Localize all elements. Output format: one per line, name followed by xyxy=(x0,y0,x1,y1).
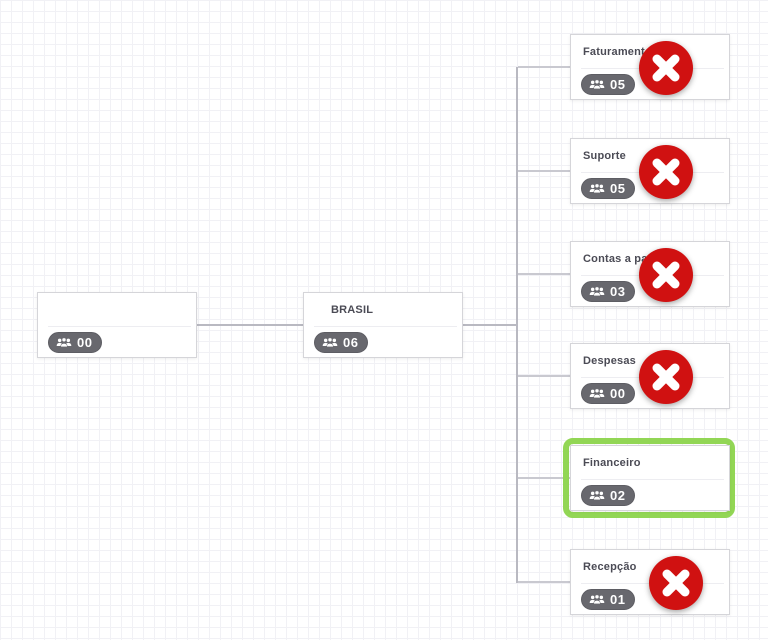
x-circle-icon xyxy=(639,248,693,302)
delete-node-button[interactable] xyxy=(638,349,694,405)
connector-org-to-trunk xyxy=(463,324,516,326)
users-icon xyxy=(589,183,605,195)
node-divider xyxy=(48,326,191,327)
users-icon xyxy=(589,594,605,606)
node-title: Financeiro xyxy=(583,457,641,469)
connector-stub-financeiro xyxy=(518,477,570,479)
node-contas-a-pagar[interactable]: Contas a pagar 03 xyxy=(570,241,730,307)
member-count: 00 xyxy=(610,386,626,401)
node-title: Faturamento xyxy=(583,46,652,58)
member-count-badge: 02 xyxy=(581,485,636,506)
connector-root-to-org xyxy=(197,324,303,326)
node-faturamento[interactable]: Faturamento 05 xyxy=(570,34,730,100)
delete-node-button[interactable] xyxy=(638,247,694,303)
node-despesas[interactable]: Despesas 00 xyxy=(570,343,730,409)
member-count: 05 xyxy=(610,181,626,196)
users-icon xyxy=(589,388,605,400)
member-count-badge: 00 xyxy=(581,383,636,404)
member-count-badge: 05 xyxy=(581,74,636,95)
node-title: Recepção xyxy=(583,561,637,573)
member-count-badge: 01 xyxy=(581,589,636,610)
connector-stub-despesas xyxy=(518,375,570,377)
node-suporte[interactable]: Suporte 05 xyxy=(570,138,730,204)
node-recepcao[interactable]: Recepção 01 xyxy=(570,549,730,615)
node-brasil[interactable]: BRASIL 06 xyxy=(303,292,463,358)
connector-stub-contas-a-pagar xyxy=(518,273,570,275)
x-circle-icon xyxy=(639,41,693,95)
delete-node-button[interactable] xyxy=(638,144,694,200)
member-count-badge: 05 xyxy=(581,178,636,199)
connector-stub-recepcao xyxy=(518,581,570,583)
node-financeiro[interactable]: Financeiro 02 xyxy=(570,445,730,511)
node-divider xyxy=(314,326,457,327)
x-circle-icon xyxy=(649,556,703,610)
node-title: BRASIL xyxy=(331,304,374,316)
node-title: Despesas xyxy=(583,355,636,367)
member-count: 03 xyxy=(610,284,626,299)
x-circle-icon xyxy=(639,145,693,199)
connector-stub-suporte xyxy=(518,170,570,172)
users-icon xyxy=(322,337,338,349)
node-title: Suporte xyxy=(583,150,626,162)
member-count: 05 xyxy=(610,77,626,92)
delete-node-button[interactable] xyxy=(648,555,704,611)
x-circle-icon xyxy=(639,350,693,404)
member-count: 00 xyxy=(77,335,93,350)
connector-trunk xyxy=(516,67,518,583)
member-count-badge: 06 xyxy=(314,332,369,353)
member-count-badge: 03 xyxy=(581,281,636,302)
connector-stub-faturamento xyxy=(518,66,570,68)
users-icon xyxy=(589,286,605,298)
node-root[interactable]: 00 xyxy=(37,292,197,358)
member-count: 01 xyxy=(610,592,626,607)
member-count: 06 xyxy=(343,335,359,350)
member-count-badge: 00 xyxy=(48,332,103,353)
users-icon xyxy=(589,79,605,91)
users-icon xyxy=(589,490,605,502)
member-count: 02 xyxy=(610,488,626,503)
users-icon xyxy=(56,337,72,349)
node-divider xyxy=(581,479,724,480)
delete-node-button[interactable] xyxy=(638,40,694,96)
